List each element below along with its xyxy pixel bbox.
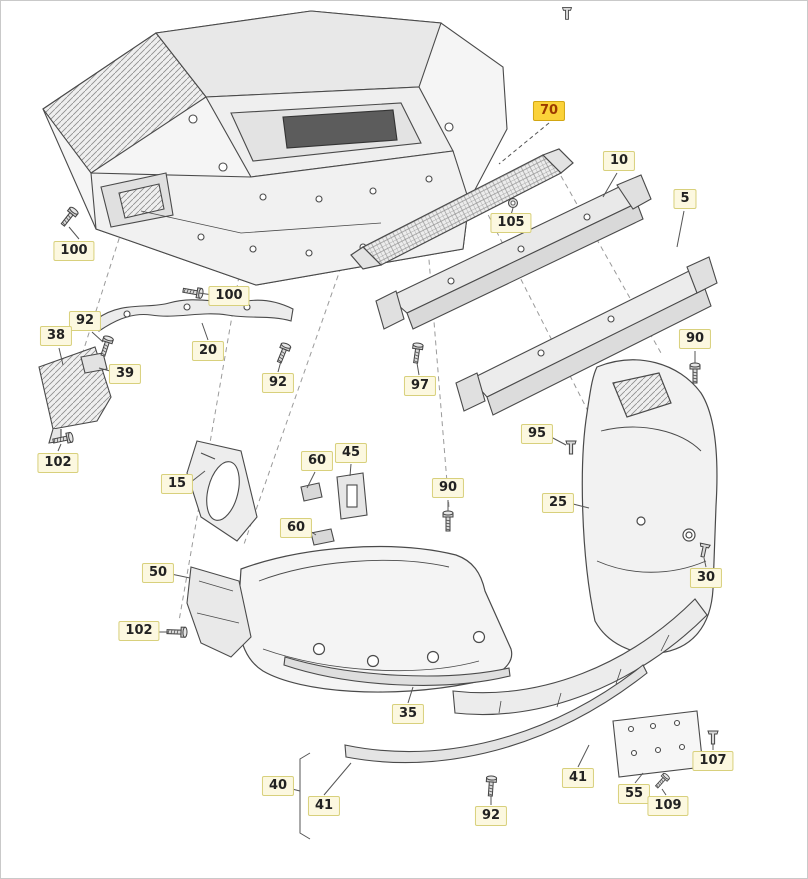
bolt-icon xyxy=(274,341,292,365)
part-41-lower-valance xyxy=(452,598,708,716)
part-label-102-1[interactable]: 102 xyxy=(37,453,79,473)
part-label-109[interactable]: 109 xyxy=(647,796,689,816)
part-label-30[interactable]: 30 xyxy=(689,568,723,588)
clip-icon xyxy=(565,440,577,455)
part-60-clip-upper xyxy=(300,482,323,502)
part-label-40[interactable]: 40 xyxy=(261,776,295,796)
part-label-60-2[interactable]: 60 xyxy=(279,518,313,538)
nut-icon xyxy=(508,198,518,208)
part-label-100-2[interactable]: 100 xyxy=(208,286,250,306)
part-50-splash-flap xyxy=(186,566,252,658)
bolt-icon xyxy=(166,626,188,638)
part-label-5[interactable]: 5 xyxy=(673,189,697,209)
bolt-icon xyxy=(181,284,205,300)
clip-icon xyxy=(707,730,719,745)
clip-icon xyxy=(562,7,572,20)
bolt-icon xyxy=(442,510,454,532)
part-label-35[interactable]: 35 xyxy=(391,704,425,724)
bolt-icon xyxy=(484,775,498,797)
part-label-92-1[interactable]: 92 xyxy=(68,311,102,331)
part-label-107[interactable]: 107 xyxy=(692,751,734,771)
part-41-lower-strip xyxy=(344,664,648,764)
part-35-trim-strip xyxy=(283,656,511,686)
car-body-rear xyxy=(42,10,508,286)
part-label-97[interactable]: 97 xyxy=(403,376,437,396)
bolt-icon xyxy=(410,341,424,365)
part-5-crash-beam xyxy=(455,256,718,416)
part-label-92-2[interactable]: 92 xyxy=(261,373,295,393)
leader-lines xyxy=(57,122,714,840)
part-70-impact-absorber xyxy=(350,148,574,270)
part-25-bumper-cover xyxy=(581,359,718,655)
part-15-side-guide xyxy=(186,440,258,542)
part-label-90-2[interactable]: 90 xyxy=(431,478,465,498)
part-label-92-3[interactable]: 92 xyxy=(474,806,508,826)
part-label-55[interactable]: 55 xyxy=(617,784,651,804)
part-label-15[interactable]: 15 xyxy=(160,474,194,494)
bolt-icon xyxy=(689,362,701,384)
part-label-25[interactable]: 25 xyxy=(541,493,575,513)
part-55-plate-pad xyxy=(612,710,704,778)
part-label-10[interactable]: 10 xyxy=(602,151,636,171)
part-label-50[interactable]: 50 xyxy=(141,563,175,583)
part-label-70[interactable]: 70 xyxy=(532,101,566,121)
part-10-reinforcement-beam xyxy=(375,174,652,330)
part-label-39[interactable]: 39 xyxy=(108,364,142,384)
part-label-95[interactable]: 95 xyxy=(520,424,554,444)
bumper-cover-inner-shell xyxy=(237,546,513,693)
part-label-102-2[interactable]: 102 xyxy=(118,621,160,641)
part-45-bracket xyxy=(336,472,368,520)
part-20-bracket-strip xyxy=(96,299,294,332)
bolt-icon xyxy=(653,771,671,791)
part-60-clip-lower xyxy=(310,528,335,546)
part-label-41-2[interactable]: 41 xyxy=(561,768,595,788)
part-label-41-1[interactable]: 41 xyxy=(307,796,341,816)
part-label-60-1[interactable]: 60 xyxy=(300,451,334,471)
part-label-45[interactable]: 45 xyxy=(334,443,368,463)
part-label-90-1[interactable]: 90 xyxy=(678,329,712,349)
part-label-38[interactable]: 38 xyxy=(39,326,73,346)
part-label-105[interactable]: 105 xyxy=(490,213,532,233)
bolt-icon xyxy=(58,205,80,229)
part-label-100-1[interactable]: 100 xyxy=(53,241,95,261)
part-label-20[interactable]: 20 xyxy=(191,341,225,361)
